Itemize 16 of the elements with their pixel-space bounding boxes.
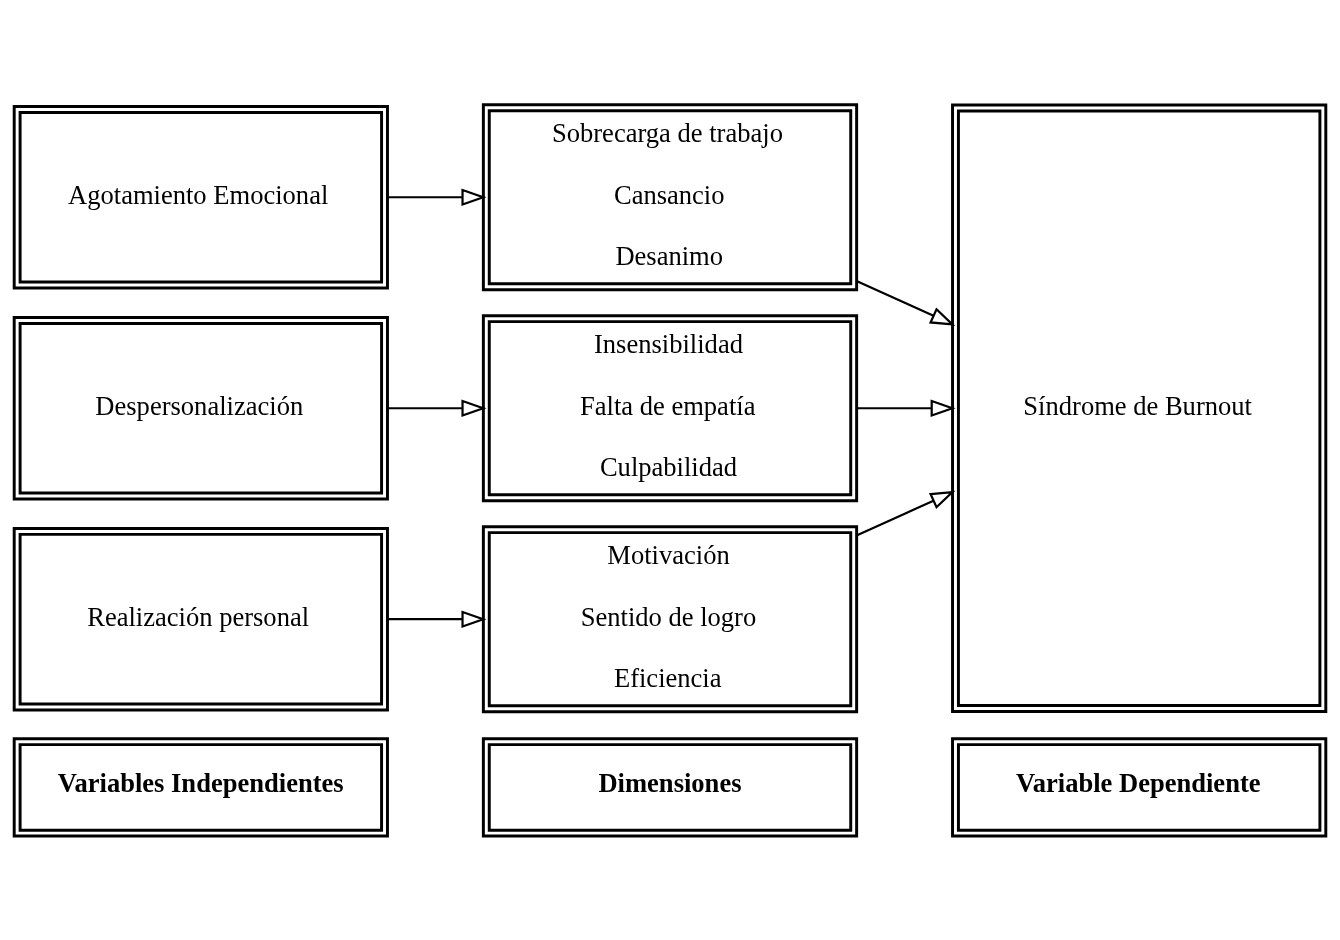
arrow <box>387 398 487 417</box>
arrow <box>387 609 487 628</box>
arrow <box>856 490 956 536</box>
arrow <box>857 398 956 417</box>
node-box: Dimensiones <box>481 736 859 838</box>
node-box: Realización personal <box>12 526 389 711</box>
arrow <box>387 187 487 206</box>
node-box: Variables Independientes <box>12 736 389 838</box>
node-box: Síndrome de Burnout <box>951 103 1328 713</box>
node-box: Despersonalización <box>12 315 389 500</box>
node-box: Insensibilidad Falta de empatía Culpabilidad <box>481 313 859 502</box>
node-box: Motivación Sentido de logro Eficiencia <box>481 524 859 713</box>
node-box: Variable Dependiente <box>951 736 1328 838</box>
arrow <box>856 279 956 326</box>
node-box: Sobrecarga de trabajo Cansancio Desanimo <box>481 102 859 291</box>
node-box: Agotamiento Emocional <box>12 104 389 289</box>
